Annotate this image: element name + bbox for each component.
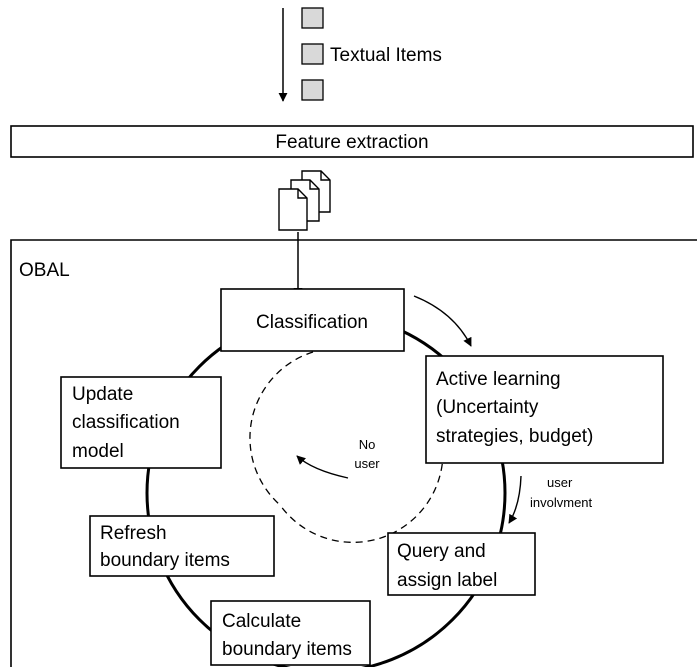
update-model-line-2: classification	[72, 412, 180, 433]
textual-item-3	[301, 79, 324, 101]
refresh-boundary-line-1: Refresh	[100, 523, 167, 544]
documents-icon	[278, 170, 331, 231]
textual-item-1	[301, 7, 324, 29]
textual-item-2	[301, 43, 324, 65]
user-involvement-arrow	[508, 475, 522, 524]
refresh-boundary-box	[89, 515, 275, 577]
active-learning-box	[425, 355, 664, 464]
obal-container	[10, 239, 697, 667]
no-user-label-line-1: No	[359, 437, 376, 452]
user-involvement-label-line-2: involvment	[530, 495, 593, 510]
query-label-line-1: Query and	[397, 541, 486, 562]
calculate-boundary-line-2: boundary items	[222, 639, 352, 660]
query-label-line-2: assign label	[397, 570, 497, 591]
refresh-boundary-line-2: boundary items	[100, 550, 230, 571]
feature-extraction-label: Feature extraction	[275, 132, 428, 153]
classification-to-active-arrow	[413, 295, 472, 347]
calculate-boundary-line-1: Calculate	[222, 611, 301, 632]
obal-label: OBAL	[19, 260, 70, 281]
classification-label: Classification	[256, 312, 368, 333]
update-model-box	[60, 376, 222, 469]
query-label-box	[387, 532, 536, 596]
no-user-arrow	[249, 351, 314, 506]
textual-items-label: Textual Items	[330, 45, 442, 66]
active-learning-line-2: (Uncertainty	[436, 397, 539, 418]
feature-extraction-box	[10, 125, 694, 158]
active-learning-line-3: strategies, budget)	[436, 426, 593, 447]
calculate-boundary-box	[210, 600, 371, 666]
active-learning-line-1: Active learning	[436, 369, 561, 390]
user-involvement-label-line-1: user	[547, 475, 573, 490]
no-user-loop	[279, 451, 444, 544]
classification-box	[220, 288, 405, 352]
no-user-label-line-2: user	[354, 456, 380, 471]
update-model-line-3: model	[72, 441, 124, 462]
update-model-line-1: Update	[72, 384, 133, 405]
